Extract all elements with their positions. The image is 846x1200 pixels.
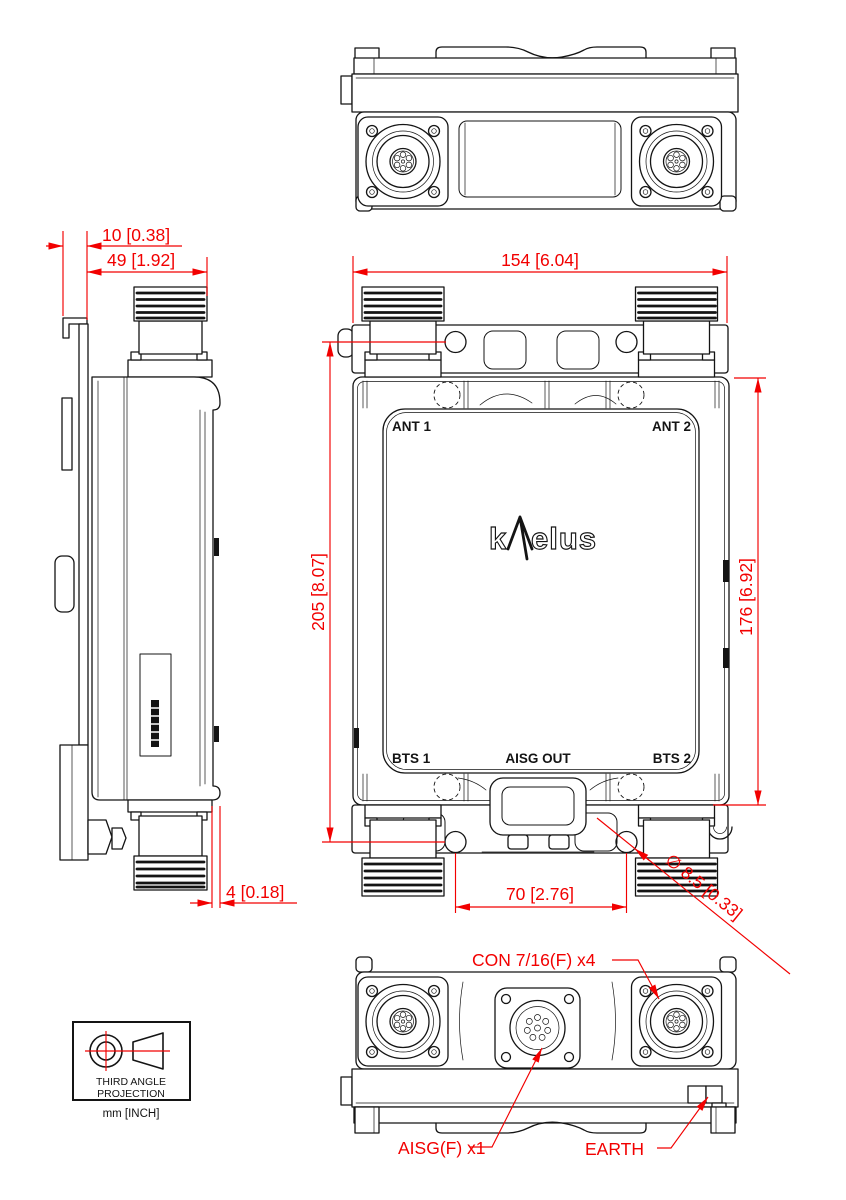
- svg-text:154 [6.04]: 154 [6.04]: [501, 250, 579, 270]
- dimension-mount-pitch-vertical: 205 [8.07]: [308, 341, 446, 843]
- label-bts1: BTS 1: [392, 751, 431, 766]
- projection-symbol: THIRD ANGLE PROJECTION mm [INCH]: [72, 1021, 191, 1120]
- bracket-plate: [78, 323, 89, 746]
- dimension-mount-pitch-horizontal: 70 [2.76]: [454, 853, 628, 913]
- dimension-overall-width: 154 [6.04]: [352, 250, 728, 323]
- svg-text:CON 7/16(F) x4: CON 7/16(F) x4: [472, 950, 596, 970]
- dimension-body-height: 176 [6.92]: [713, 377, 766, 806]
- side-view: [54, 286, 221, 891]
- front-body: [352, 376, 730, 806]
- ant1-connector-top: [357, 116, 449, 207]
- label-aisg-out: AISG OUT: [505, 751, 571, 766]
- brand-logo: k elus: [488, 515, 597, 561]
- units-note: mm [INCH]: [103, 1108, 160, 1120]
- front-view: ANT 1 ANT 2 BTS 1 AISG OUT BTS 2 k elus: [337, 286, 733, 897]
- ant2-connector-top: [630, 116, 723, 207]
- bts1-connector-front: [361, 804, 445, 897]
- label-bts2: BTS 2: [653, 751, 691, 766]
- bts2-connector-bottom: [630, 976, 723, 1067]
- svg-text:EARTH: EARTH: [585, 1139, 644, 1159]
- projection-text-line2: PROJECTION: [97, 1088, 165, 1100]
- svg-text:176 [6.92]: 176 [6.92]: [736, 558, 756, 636]
- dimension-bracket-depth: 49 [1.92]: [87, 250, 208, 296]
- svg-text:70 [2.76]: 70 [2.76]: [506, 884, 574, 904]
- bts1-connector-bottom: [357, 976, 449, 1067]
- serial-label: [139, 653, 172, 757]
- centerlines: [85, 1031, 170, 1071]
- mount-hole-bottom-right: [615, 830, 638, 854]
- lid-wave-edge-bottom: [435, 1121, 647, 1134]
- svg-text:AISG(F) x1: AISG(F) x1: [398, 1138, 486, 1158]
- projection-text-line1: THIRD ANGLE: [96, 1076, 166, 1088]
- svg-text:10 [0.38]: 10 [0.38]: [102, 225, 170, 245]
- brand-suffix: elus: [531, 521, 597, 556]
- ant2-connector-front: [634, 286, 719, 378]
- bts2-connector-front: [634, 804, 719, 897]
- bracket-tab-top-view: [340, 75, 353, 105]
- dimension-face-offset: 4 [0.18]: [190, 806, 297, 908]
- brand-arrow-a: [506, 515, 534, 561]
- top-view: [340, 46, 739, 212]
- mount-hole-top-right: [615, 330, 638, 354]
- top-center-recess: [458, 120, 622, 198]
- cone-symbol: [132, 1032, 164, 1070]
- front-face-plate: [382, 408, 700, 774]
- callout-rf-connectors: CON 7/16(F) x4: [472, 950, 660, 1000]
- bracket-clip: [54, 555, 75, 613]
- lid-wave-edge: [435, 46, 647, 59]
- svg-text:205 [8.07]: 205 [8.07]: [308, 553, 328, 631]
- svg-text:4 [0.18]: 4 [0.18]: [226, 882, 284, 902]
- earth-stud-hex: [87, 819, 113, 855]
- dimension-bracket-offset: 10 [0.38]: [46, 225, 182, 320]
- bottom-view: [340, 956, 739, 1134]
- svg-text:49 [1.92]: 49 [1.92]: [107, 250, 175, 270]
- label-ant2: ANT 2: [652, 419, 691, 434]
- bracket-foot: [59, 744, 89, 861]
- bracket-tab-bottom-view: [340, 1076, 353, 1106]
- label-ant1: ANT 1: [392, 419, 431, 434]
- aisg-out-port-front: [457, 777, 619, 853]
- brand-prefix: k: [489, 521, 507, 556]
- ant1-connector-front: [361, 286, 445, 378]
- callout-earth: EARTH: [585, 1096, 709, 1159]
- callout-aisg-connector: AISG(F) x1: [398, 1047, 543, 1158]
- aisg-connector-bottom: [494, 987, 581, 1069]
